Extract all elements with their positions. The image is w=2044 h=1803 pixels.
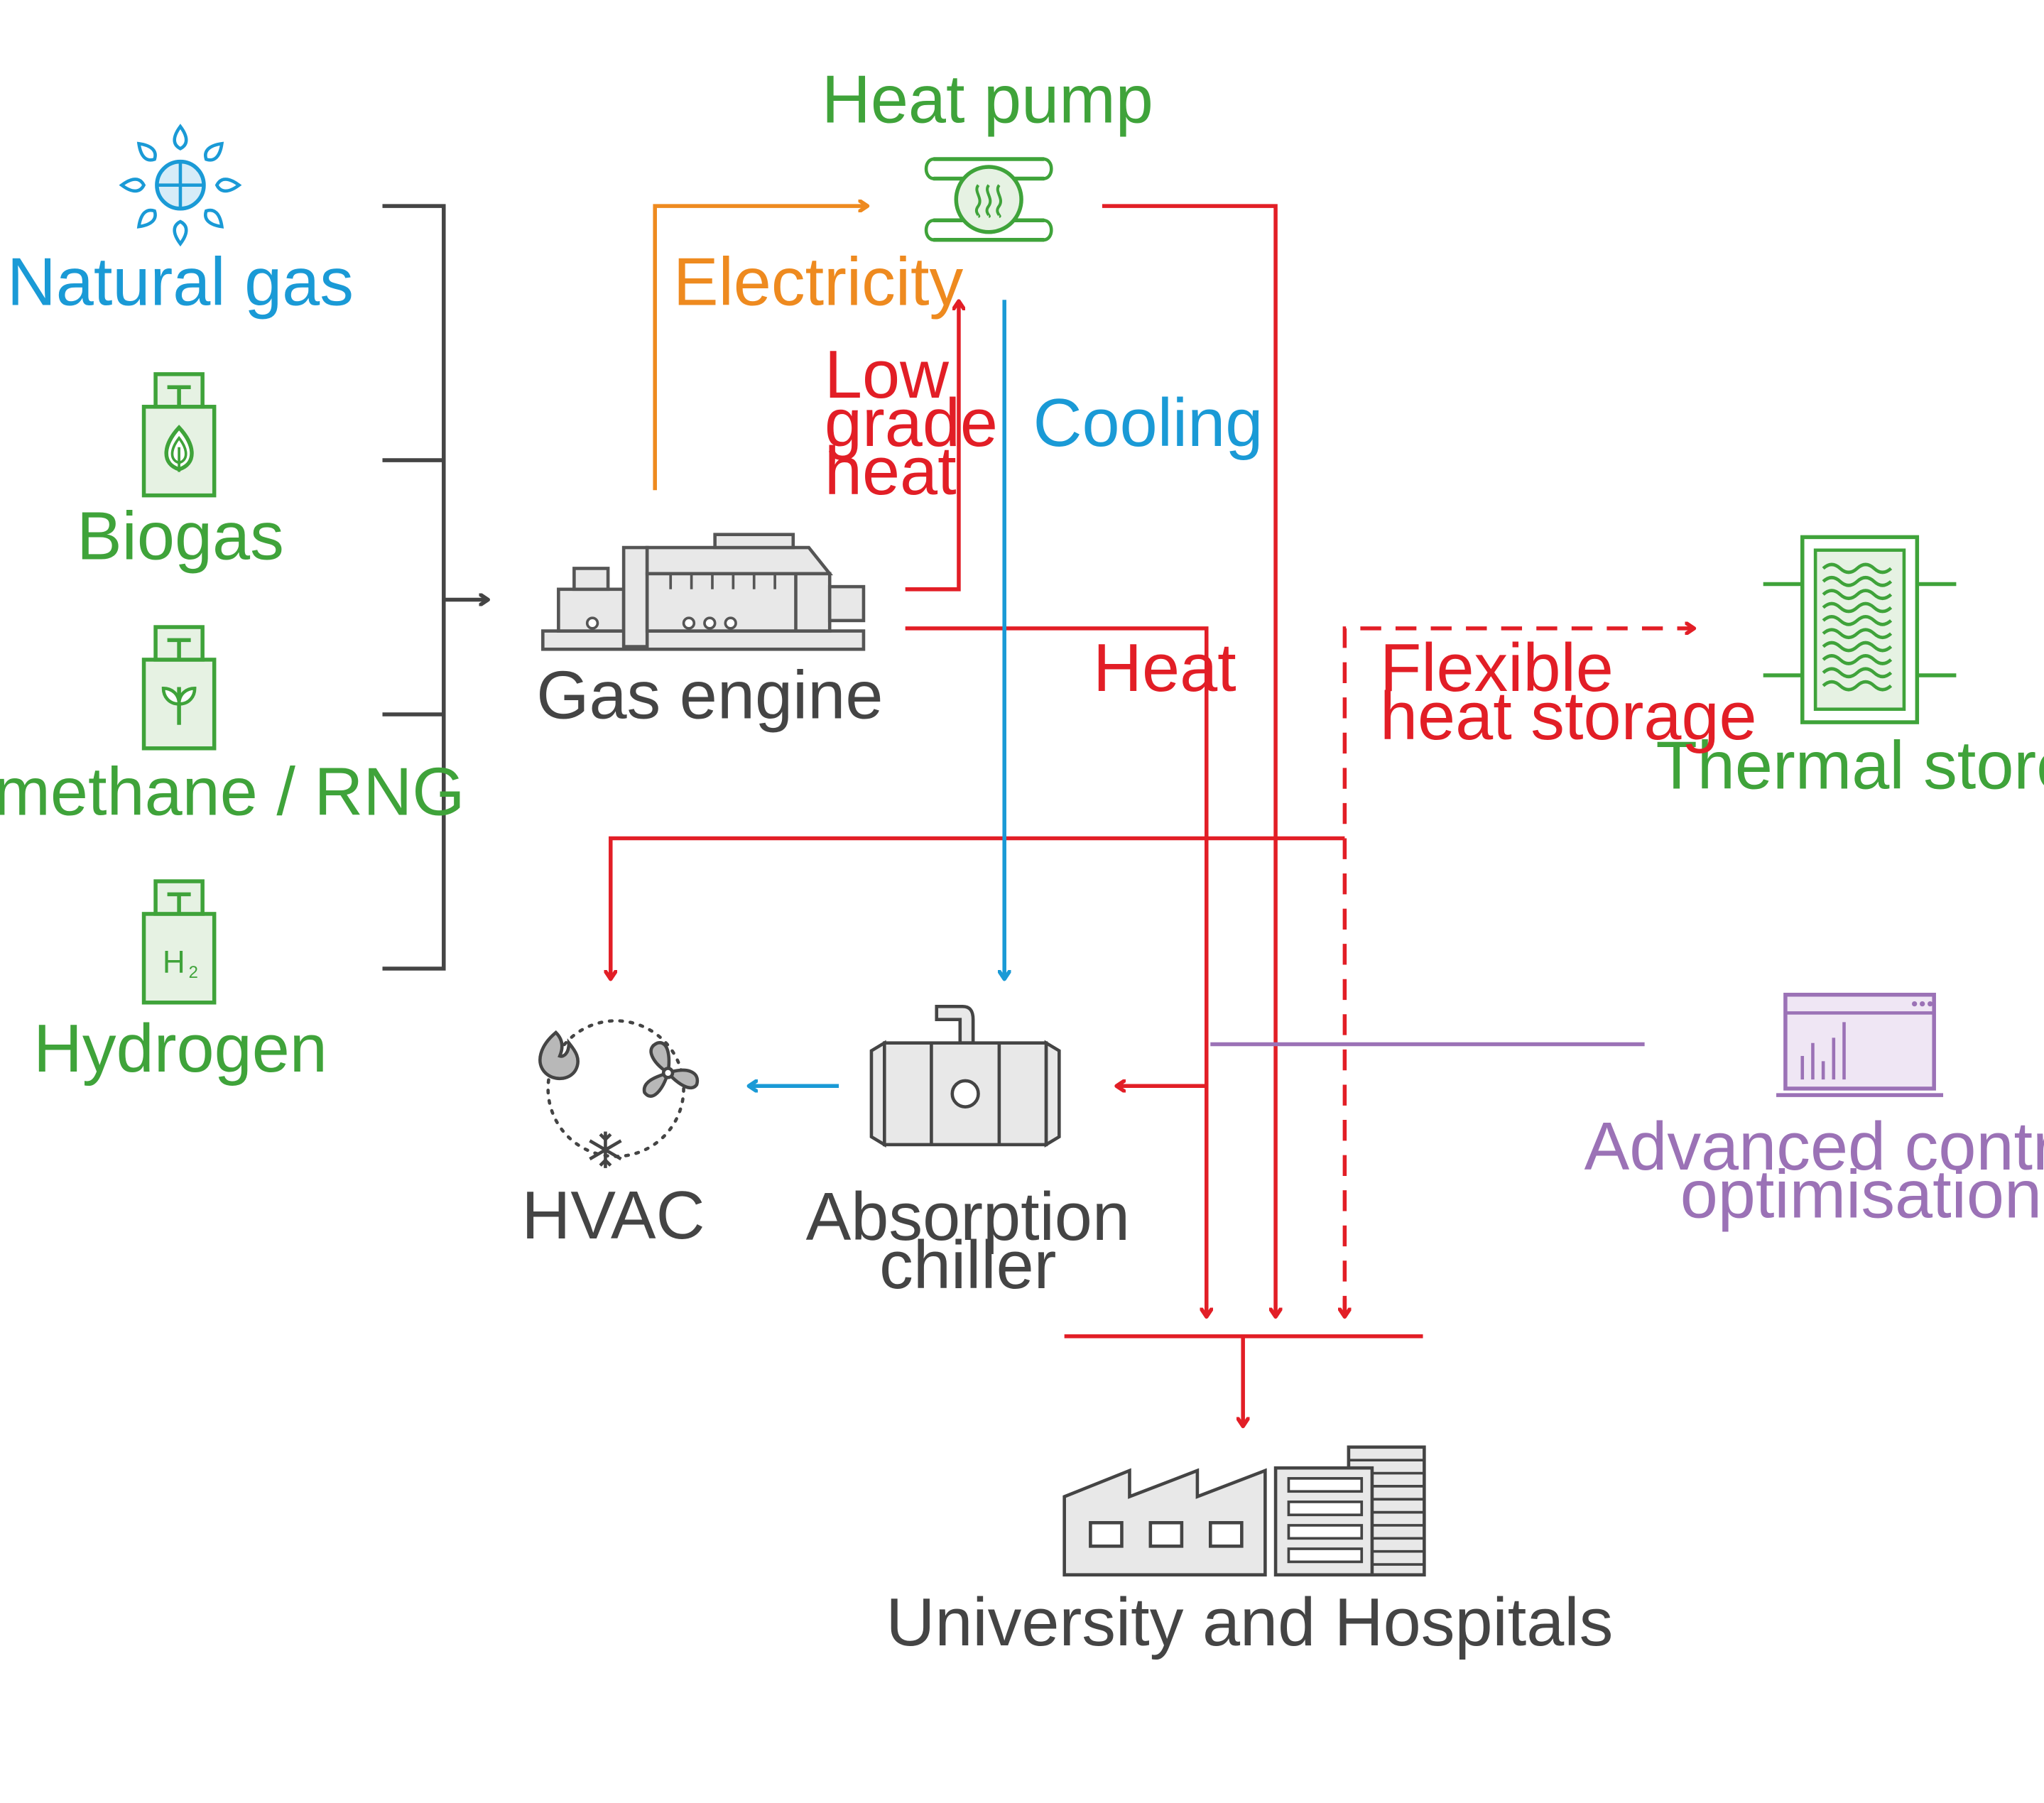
flexible-heat-storage-label-line2: heat storage xyxy=(1380,679,1757,754)
gas-engine-label: Gas engine xyxy=(536,658,883,734)
gas-engine-icon xyxy=(541,533,866,651)
low-grade-heat-label-line1: Low xyxy=(825,337,950,413)
flexible-heat-storage-line xyxy=(1342,628,1694,1317)
biomethane-cylinder-icon xyxy=(141,625,217,751)
natural-gas-flame-icon xyxy=(119,124,242,247)
control-dashboard-icon xyxy=(1776,993,1944,1097)
flame-icon xyxy=(538,1030,580,1081)
absorption-chiller-icon xyxy=(869,1004,1061,1148)
hydrogen-cylinder-icon xyxy=(141,879,217,1005)
heat-pump-icon xyxy=(924,157,1053,242)
consumers-label: University and Hospitals xyxy=(886,1585,1613,1660)
biogas-label: Biogas xyxy=(77,499,284,574)
heat-pump-label: Heat pump xyxy=(822,62,1153,138)
heat-to-hvac-line xyxy=(611,836,1345,979)
electricity-label: Electricity xyxy=(673,245,964,320)
biogas-cylinder-icon xyxy=(141,372,217,498)
factory-buildings-icon xyxy=(1062,1445,1426,1577)
snowflake-icon xyxy=(589,1131,622,1168)
low-grade-heat-label-line3: heat xyxy=(825,434,957,509)
electricity-flow-line xyxy=(653,206,867,491)
heat-pump-output-line xyxy=(1102,204,1276,1317)
thermal-store-icon xyxy=(1763,535,1957,724)
hydrogen-subscript: 2 xyxy=(189,963,198,982)
heat-label: Heat xyxy=(1093,631,1236,706)
advanced-control-label-line2: optimisation xyxy=(1680,1157,2042,1233)
flexible-heat-storage-label-line1: Flexible xyxy=(1380,631,1614,706)
hydrogen-label: Hydrogen xyxy=(33,1011,327,1086)
absorption-chiller-label-line1: Absorption xyxy=(806,1180,1130,1255)
low-grade-heat-label-line2: grade xyxy=(825,386,998,461)
advanced-control-label-line1: Advanced control / xyxy=(1584,1109,2044,1184)
hvac-icon xyxy=(538,1019,700,1168)
fan-icon xyxy=(642,1041,700,1098)
absorption-chiller-label-line2: chiller xyxy=(879,1228,1056,1303)
hydrogen-symbol: H xyxy=(163,945,185,980)
natural-gas-label: Natural gas xyxy=(7,245,354,320)
thermal-store-label: Thermal store xyxy=(1656,729,2044,804)
cooling-label: Cooling xyxy=(1033,386,1263,461)
fuel-bracket xyxy=(382,204,489,971)
biomethane-label: Biomethane / RNG xyxy=(0,754,465,829)
low-grade-heat-flow-line xyxy=(905,301,959,592)
hvac-label: HVAC xyxy=(521,1178,705,1253)
